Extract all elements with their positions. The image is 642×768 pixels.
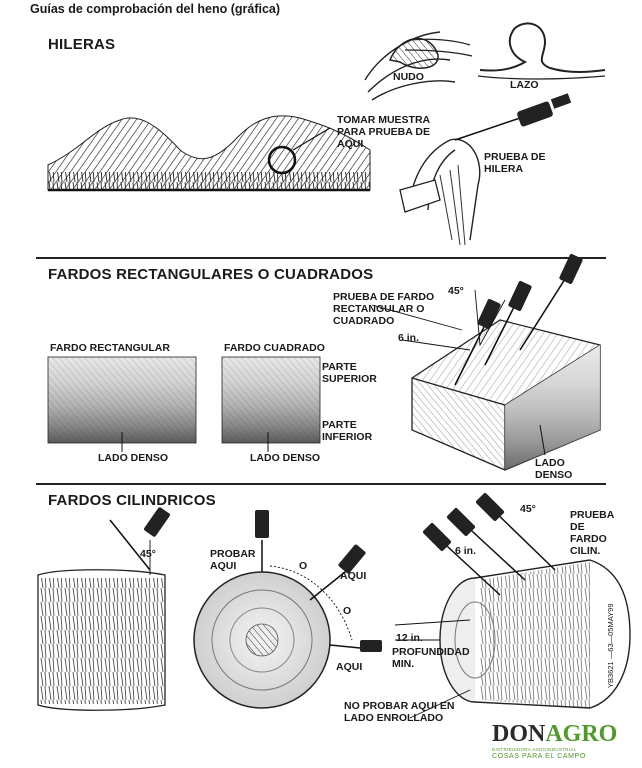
probe-body: [517, 101, 553, 127]
label-aqui-2: AQUI: [336, 661, 363, 673]
label-no-probar-aqui: NO PROBAR AQUI EN LADO ENROLLADO: [344, 700, 455, 724]
logo-tagline: COSAS PARA EL CAMPO: [492, 753, 586, 760]
windrow-drawing: [47, 115, 371, 192]
label-depth-6in-cyl: 6 in.: [455, 545, 477, 557]
rectangular-bale-section: [47, 356, 197, 452]
hand-shape: [399, 179, 441, 213]
label-depth-12in: 12 in.: [396, 632, 423, 644]
round-bale-standing: [37, 507, 170, 711]
logo-brand-don: DON: [492, 721, 546, 747]
label-profundidad-min: PROFUNDIDAD MIN.: [392, 646, 470, 670]
rect-bale-3d: [411, 319, 601, 471]
label-aqui-1: AQUI: [340, 570, 367, 582]
round-bale-face: [193, 510, 382, 709]
label-parte-superior: PARTE SUPERIOR: [322, 361, 377, 385]
label-fardo-rectangular: FARDO RECTANGULAR: [50, 342, 170, 354]
section-title-fardos-rectangulares: FARDOS RECTANGULARES O CUADRADOS: [48, 266, 374, 283]
label-lado-denso-3: LADO DENSO: [535, 457, 573, 481]
rect-probes: [371, 254, 583, 386]
label-nudo: NUDO: [393, 71, 424, 83]
donagro-logo: DONAGRO DISTRIBUIDORA AGROINDUSTRIAL COS…: [492, 722, 622, 766]
label-angle-45-left: 45°: [140, 548, 156, 560]
label-fardo-cuadrado: FARDO CUADRADO: [224, 342, 325, 354]
loop-drawing: [477, 22, 606, 80]
label-lado-denso-2: LADO DENSO: [250, 452, 321, 464]
label-depth-6in-rect: 6 in.: [398, 332, 420, 344]
label-tomar-muestra: TOMAR MUESTRA PARA PRUEBA DE AQUI: [337, 114, 431, 150]
windrow-probe-drawing: [399, 93, 572, 246]
square-bale-section: [221, 356, 321, 452]
label-o-2: O: [343, 605, 352, 617]
section-title-fardos-cilindricos: FARDOS CILINDRICOS: [48, 492, 216, 509]
label-angle-45-rect: 45°: [448, 285, 464, 297]
logo-tagline-small: DISTRIBUIDORA AGROINDUSTRIAL: [492, 747, 577, 752]
round-bale-lying: [394, 492, 631, 719]
section-title-hileras: HILERAS: [48, 36, 116, 53]
label-lazo: LAZO: [510, 79, 539, 91]
label-probar-aqui: PROBAR AQUI: [210, 548, 256, 572]
label-prueba-fardo-rect: PRUEBA DE FARDO RECTANGULAR O CUADRADO: [333, 291, 435, 327]
label-prueba-hilera: PRUEBA DE HILERA: [484, 151, 546, 175]
sample-circle: [267, 145, 297, 175]
logo-brand-agro: AGRO: [545, 721, 618, 747]
label-lado-denso-1: LADO DENSO: [98, 452, 169, 464]
label-o-1: O: [299, 560, 308, 572]
page-title: Guías de comprobación del heno (gráfica): [30, 2, 281, 16]
logo-wordmark: DONAGRO: [492, 722, 622, 746]
label-angle-45-right: 45°: [520, 503, 536, 515]
knot-drawing: [364, 31, 473, 101]
label-prueba-fardo-cilin: PRUEBA DE FARDO CILIN.: [570, 509, 615, 557]
figure-code: YB3621 —63—05MAY99: [606, 603, 615, 689]
label-parte-inferior: PARTE INFERIOR: [322, 419, 373, 443]
